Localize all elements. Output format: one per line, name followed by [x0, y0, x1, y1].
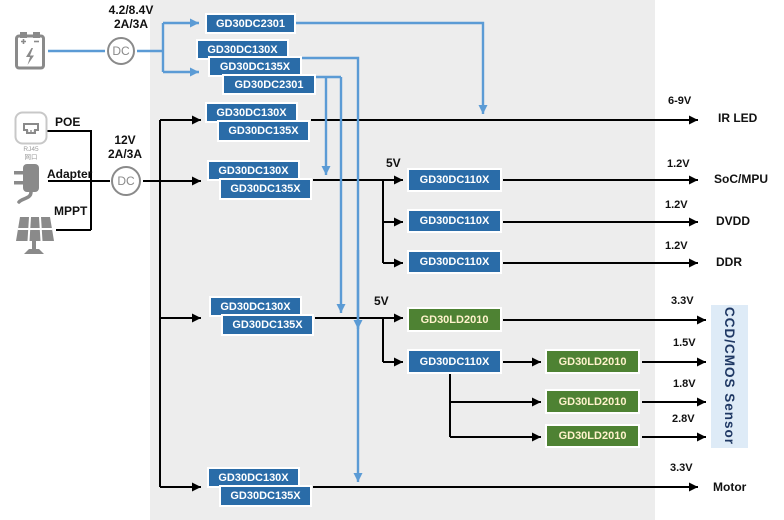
voltage-motor: 3.3V	[670, 462, 693, 474]
voltage-ir-led: 6-9V	[668, 95, 692, 107]
voltage-soc: 1.2V	[667, 158, 690, 170]
load-motor: Motor	[713, 480, 747, 494]
rj45-caption: RJ45 网口	[23, 146, 39, 161]
block-pair4-gd30dc130x: GD30DC130X	[207, 467, 300, 488]
battery-icon	[15, 32, 45, 70]
block-pair3-gd30dc135x: GD30DC135X	[221, 314, 314, 336]
rj45-icon	[14, 111, 48, 145]
load-ddr: DDR	[716, 255, 742, 269]
block-ldo-1v8: GD30LD2010	[545, 389, 640, 414]
battery-voltage-label: 4.2/8.4V 2A/3A	[108, 3, 154, 31]
main-voltage-label: 12V 2A/3A	[107, 133, 142, 161]
block-pair1-gd30dc135x: GD30DC135X	[217, 120, 310, 142]
solar-panel-icon	[16, 216, 54, 254]
load-soc: SoC/MPU	[714, 172, 768, 186]
poe-label: POE	[55, 115, 81, 129]
block-gd30dc135x-top: GD30DC135X	[208, 56, 302, 77]
rail-5v-label-1: 5V	[386, 156, 401, 170]
battery-dc-circle: DC	[107, 37, 135, 65]
adapter-icon	[14, 164, 39, 204]
adapter-label: Adapter	[47, 167, 93, 181]
block-pair2-gd30dc135x: GD30DC135X	[219, 178, 312, 200]
voltage-sensor-3v3: 3.3V	[671, 295, 694, 307]
block-buck-ddr: GD30DC110X	[407, 250, 502, 274]
voltage-ddr: 1.2V	[665, 240, 688, 252]
block-ldo-1v5: GD30LD2010	[545, 349, 640, 374]
block-pair4-gd30dc135x: GD30DC135X	[219, 485, 312, 507]
ccd-cmos-sensor-box: CCD/CMOS Sensor	[711, 305, 748, 448]
voltage-sensor-1v8: 1.8V	[673, 378, 696, 390]
voltage-sensor-2v8: 2.8V	[672, 413, 695, 425]
block-pair1-gd30dc130x: GD30DC130X	[205, 102, 298, 123]
main-dc-circle: DC	[111, 166, 141, 196]
rail-5v-label-2: 5V	[374, 294, 389, 308]
voltage-dvdd: 1.2V	[665, 199, 688, 211]
load-dvdd: DVDD	[716, 214, 751, 228]
block-gd30dc130x-top: GD30DC130X	[196, 39, 289, 60]
voltage-sensor-1v5: 1.5V	[673, 337, 696, 349]
block-ldo-2v8: GD30LD2010	[545, 424, 640, 448]
block-buck-sensor: GD30DC110X	[407, 349, 502, 374]
block-buck-soc: GD30DC110X	[407, 168, 502, 192]
block-buck-dvdd: GD30DC110X	[407, 209, 502, 233]
mppt-label: MPPT	[54, 204, 88, 218]
block-ldo-3v3: GD30LD2010	[407, 307, 502, 332]
block-gd30dc2301-top2: GD30DC2301	[222, 74, 316, 95]
block-gd30dc2301-top: GD30DC2301	[205, 13, 296, 34]
load-ir-led: IR LED	[718, 111, 758, 125]
